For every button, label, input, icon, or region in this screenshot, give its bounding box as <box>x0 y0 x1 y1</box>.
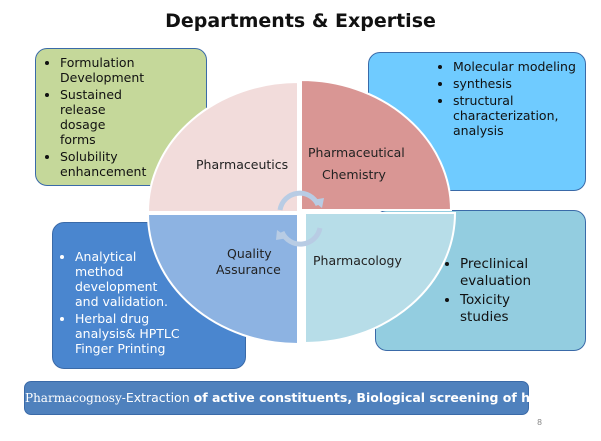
extraction-text: Extraction <box>125 390 194 405</box>
qa-label-2: Assurance <box>216 262 281 277</box>
chemistry-label-1: Pharmaceutical <box>308 145 405 160</box>
pharmacognosy-label: Pharmacognosy- <box>25 391 126 405</box>
pharmaceutics-label: Pharmaceutics <box>196 157 289 172</box>
quadrant-pharmacology <box>304 212 457 345</box>
pharmacognosy-bar: Pharmacognosy-Extraction of active const… <box>24 381 601 415</box>
qa-box: Analytical method development and valida… <box>52 222 246 369</box>
chemistry-label-2: Chemistry <box>322 167 386 182</box>
list-item: structural characterization, analysis <box>453 93 563 138</box>
slide-title: Departments & Expertise <box>165 10 436 32</box>
list-item: Formulation Development <box>60 55 206 85</box>
quadrant-pharmaceutics <box>146 80 299 213</box>
pharmacology-label: Pharmacology <box>313 253 402 268</box>
list-item: Solubility enhancement <box>60 149 160 179</box>
quadrant-chemistry <box>300 78 453 211</box>
qa-label-1: Quality <box>227 246 272 261</box>
list-item: Analytical method development and valida… <box>75 249 175 309</box>
list-item: Toxicity studies <box>460 292 540 326</box>
page-number: 8 <box>537 418 543 427</box>
list-item: Molecular modeling <box>453 59 585 74</box>
list-item: Sustained release dosage forms <box>60 87 122 147</box>
pharmacognosy-description: of active constituents, Biological scree… <box>193 390 601 405</box>
list-item: synthesis <box>453 76 585 91</box>
list-item: Preclinical evaluation <box>460 256 550 290</box>
quadrant-qa <box>146 213 299 346</box>
list-item: Herbal drug analysis& HPTLC Finger Print… <box>75 311 180 356</box>
